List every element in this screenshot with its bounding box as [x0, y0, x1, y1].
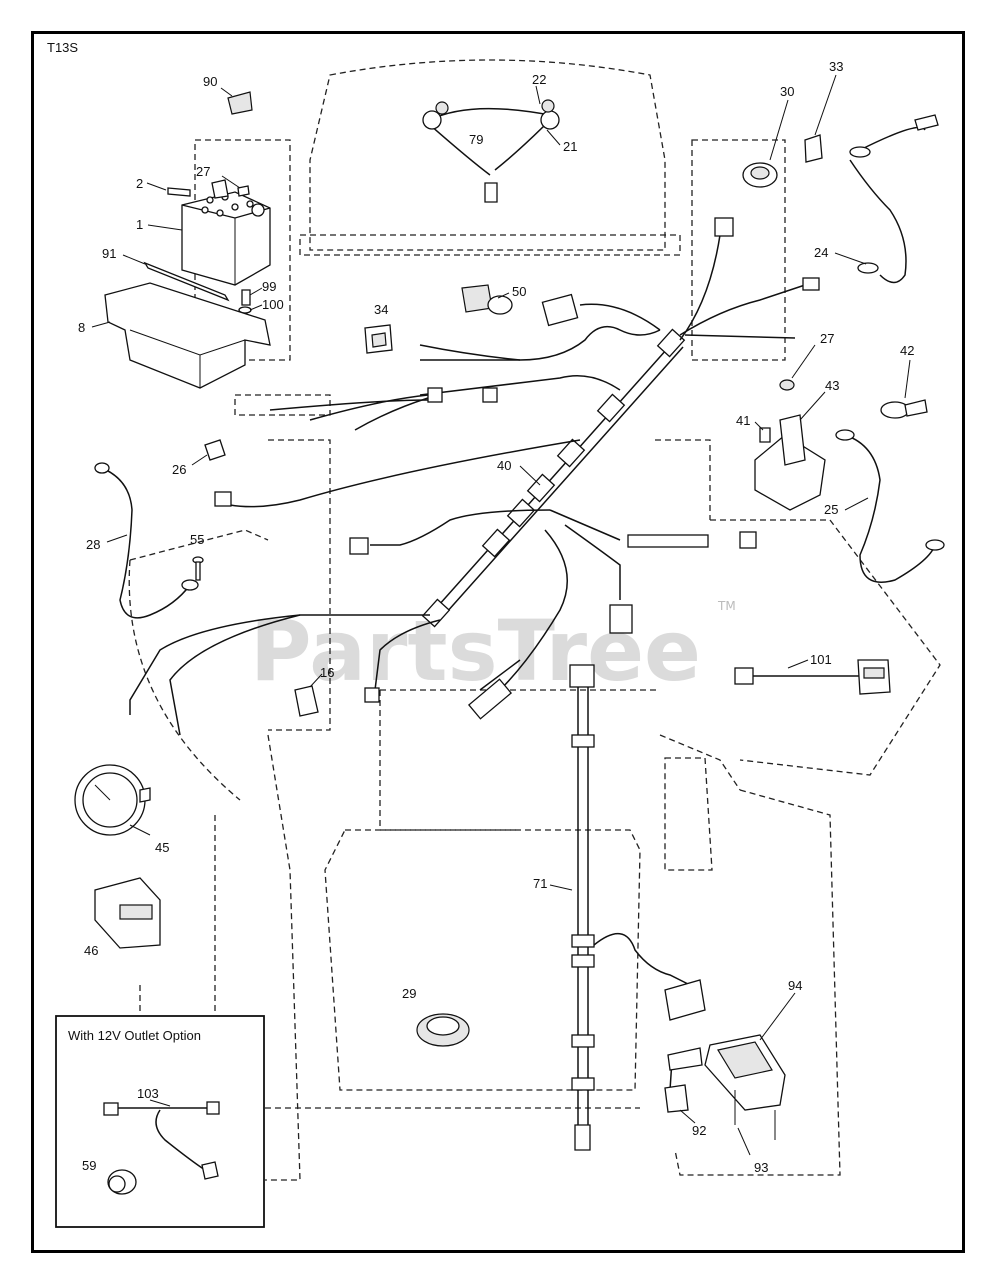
- part-26-clip: 26: [172, 439, 226, 477]
- part-41-bolt: 41: [736, 413, 771, 443]
- svg-text:28: 28: [86, 537, 100, 552]
- inset-title: With 12V Outlet Option: [68, 1028, 201, 1043]
- svg-text:100: 100: [262, 297, 284, 312]
- svg-text:41: 41: [736, 413, 750, 428]
- svg-text:103: 103: [137, 1086, 159, 1101]
- part-92-connector: 92: [664, 1047, 706, 1138]
- part-71-wire-harness: 71: [533, 664, 706, 1151]
- svg-text:101: 101: [810, 652, 832, 667]
- part-42-terminal: 42: [880, 343, 928, 419]
- watermark: PartsTree: [250, 602, 701, 700]
- part-55-screw: 55: [190, 532, 204, 581]
- part-2-bolt: 2: [136, 176, 229, 199]
- part-94-module: 94: [704, 978, 802, 1111]
- svg-text:92: 92: [692, 1123, 706, 1138]
- svg-text:33: 33: [829, 59, 843, 74]
- part-43-solenoid: 43: [754, 378, 839, 511]
- svg-text:22: 22: [532, 72, 546, 87]
- part-99-bolt: 99: [241, 279, 276, 306]
- svg-text:45: 45: [155, 840, 169, 855]
- part-27-nut: 27: [196, 164, 250, 197]
- part-90-connector: 90: [203, 74, 253, 115]
- svg-text:1: 1: [136, 217, 143, 232]
- svg-text:71: 71: [533, 876, 547, 891]
- svg-text:43: 43: [825, 378, 839, 393]
- svg-text:2: 2: [136, 176, 143, 191]
- svg-text:21: 21: [563, 139, 577, 154]
- svg-text:8: 8: [78, 320, 85, 335]
- svg-text:79: 79: [469, 132, 483, 147]
- svg-text:16: 16: [320, 665, 334, 680]
- part-100-washer: 100: [238, 297, 284, 314]
- part-30-ignition-switch: 30: [742, 84, 794, 188]
- part-46-hour-meter: 46: [84, 877, 161, 958]
- svg-text:24: 24: [814, 245, 828, 260]
- part-22-headlight-harness: 22 79 21: [422, 72, 577, 203]
- svg-text:46: 46: [84, 943, 98, 958]
- part-25-battery-cable: 25: [824, 429, 945, 583]
- part-27-nut-solenoid: 27: [779, 331, 834, 391]
- svg-text:99: 99: [262, 279, 276, 294]
- watermark-tm: TM: [717, 599, 736, 613]
- svg-text:34: 34: [374, 302, 388, 317]
- svg-text:42: 42: [900, 343, 914, 358]
- svg-text:91: 91: [102, 246, 116, 261]
- svg-text:50: 50: [512, 284, 526, 299]
- svg-text:26: 26: [172, 462, 186, 477]
- part-28-ground-cable: 28: [86, 462, 199, 619]
- part-1-battery: 1: [136, 191, 271, 286]
- part-33-switch: 33: [804, 59, 843, 163]
- svg-text:27: 27: [196, 164, 210, 179]
- part-91-battery-hold-down: 91: [102, 246, 230, 302]
- part-45-gauge: 45: [74, 764, 169, 855]
- inset-12v-outlet-option: With 12V Outlet Option 103 59: [55, 1015, 265, 1228]
- part-101-wire-lead: 101: [734, 652, 891, 695]
- part-34-relay: 34: [364, 302, 393, 354]
- part-24-battery-cable: 24: [814, 114, 939, 284]
- svg-text:94: 94: [788, 978, 802, 993]
- part-29-buzzer: 29: [402, 986, 470, 1047]
- svg-text:93: 93: [754, 1160, 768, 1175]
- svg-text:40: 40: [497, 458, 511, 473]
- part-16-switch: 16: [294, 665, 334, 717]
- tractor-outline: [128, 59, 941, 1181]
- svg-text:29: 29: [402, 986, 416, 1001]
- svg-text:90: 90: [203, 74, 217, 89]
- svg-text:30: 30: [780, 84, 794, 99]
- svg-text:55: 55: [190, 532, 204, 547]
- svg-text:27: 27: [820, 331, 834, 346]
- part-8-battery-tray: 8: [78, 282, 271, 389]
- svg-text:25: 25: [824, 502, 838, 517]
- part-40-main-wire-harness: 40: [129, 217, 820, 736]
- svg-text:59: 59: [82, 1158, 96, 1173]
- part-50-switch: 50: [461, 284, 526, 315]
- diagram-code: T13S: [47, 40, 78, 55]
- part-93-screws: 93: [734, 1090, 776, 1175]
